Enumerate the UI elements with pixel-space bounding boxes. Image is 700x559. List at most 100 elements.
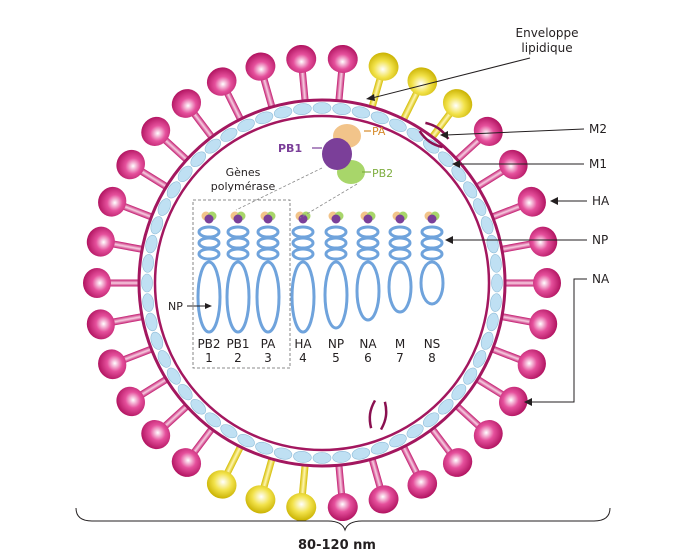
ha-spike bbox=[245, 52, 276, 110]
lipid-bead bbox=[220, 424, 238, 439]
rnp-segment-pb2 bbox=[196, 211, 222, 334]
ribonucleoprotein-segments bbox=[196, 211, 445, 334]
ha-spike bbox=[141, 116, 191, 164]
lipid-bead bbox=[332, 103, 351, 115]
lipid-bead bbox=[220, 127, 238, 142]
na-spike bbox=[399, 67, 438, 123]
lipid-bead bbox=[142, 254, 154, 273]
lipid-bead bbox=[312, 452, 332, 464]
lipid-bead bbox=[370, 111, 389, 125]
lipid-bead bbox=[255, 441, 274, 455]
ha-spike bbox=[86, 226, 145, 257]
ha-spike bbox=[399, 443, 438, 499]
lipid-bead bbox=[422, 138, 440, 154]
rnp-segment-na bbox=[355, 211, 381, 322]
lipid-bead bbox=[273, 447, 293, 460]
lipid-bead bbox=[389, 118, 407, 132]
m1-label: M1 bbox=[589, 157, 607, 171]
ha-spike bbox=[474, 149, 528, 191]
ha-spike bbox=[286, 44, 317, 104]
envelope-label-line1: Enveloppe bbox=[516, 26, 579, 40]
lipid-bead bbox=[463, 181, 478, 199]
segment-number-8: 8 bbox=[428, 351, 436, 365]
lipid-bead bbox=[293, 451, 312, 463]
segment-number-2: 2 bbox=[234, 351, 242, 365]
lipid-bead bbox=[437, 151, 454, 168]
lipid-bead bbox=[204, 138, 222, 154]
rnp-segment-ha bbox=[290, 211, 316, 334]
lipid-bead bbox=[166, 367, 181, 385]
lipid-bead bbox=[190, 398, 207, 415]
lipid-bead bbox=[451, 383, 467, 401]
lipid-bead bbox=[463, 367, 478, 385]
lipid-bead bbox=[273, 106, 293, 119]
lipid-bead bbox=[255, 111, 274, 125]
ha-spike bbox=[453, 116, 503, 164]
lipid-bead bbox=[490, 254, 502, 273]
ha-spike bbox=[171, 425, 216, 477]
polymerase-genes-box bbox=[192, 199, 291, 369]
ha-spike bbox=[171, 89, 216, 141]
lipid-bead bbox=[480, 216, 494, 235]
np-right-label: NP bbox=[592, 233, 608, 247]
na-spike bbox=[428, 89, 473, 141]
ha-spike bbox=[83, 268, 141, 298]
lipid-bead bbox=[293, 103, 312, 115]
segment-name-np: NP bbox=[328, 337, 344, 351]
lipid-bead bbox=[422, 412, 440, 428]
ha-spike bbox=[206, 67, 245, 123]
ha-label: HA bbox=[592, 194, 610, 208]
pb2-label: PB2 bbox=[372, 167, 393, 180]
lipid-bead bbox=[486, 312, 499, 332]
lipid-bead bbox=[490, 293, 502, 312]
rnp-segment-m bbox=[387, 211, 413, 314]
segment-number-5: 5 bbox=[332, 351, 340, 365]
na-spike bbox=[286, 462, 317, 522]
surface-glycoproteins bbox=[83, 44, 561, 522]
na-spike bbox=[206, 443, 245, 499]
ha-spike bbox=[141, 402, 191, 450]
lipid-bead bbox=[351, 447, 371, 460]
segment-number-4: 4 bbox=[299, 351, 307, 365]
lipid-bead bbox=[491, 273, 503, 293]
lipid-bead bbox=[150, 331, 164, 350]
segment-name-ns: NS bbox=[424, 337, 441, 351]
ha-spike bbox=[489, 345, 546, 380]
lipid-bead bbox=[451, 165, 467, 183]
size-brace bbox=[75, 507, 611, 532]
lipid-bead bbox=[177, 383, 193, 401]
ha-spike bbox=[327, 462, 358, 522]
segment-number-3: 3 bbox=[264, 351, 272, 365]
lipid-bead bbox=[142, 293, 154, 312]
genes-label-line2: polymérase bbox=[211, 180, 276, 193]
rnp-segment-pb1 bbox=[225, 211, 251, 334]
segment-number-7: 7 bbox=[396, 351, 404, 365]
ha-spike bbox=[428, 425, 473, 477]
ha-spike bbox=[499, 226, 558, 257]
lipid-bead bbox=[389, 434, 407, 448]
m2-channel-bottom bbox=[368, 399, 388, 431]
segment-number-1: 1 bbox=[205, 351, 213, 365]
lipid-bead bbox=[166, 181, 181, 199]
pb1-label: PB1 bbox=[278, 142, 302, 155]
lipid-bead bbox=[145, 234, 158, 254]
lipid-bead bbox=[237, 118, 255, 132]
lipid-bead bbox=[157, 198, 171, 216]
na-label: NA bbox=[592, 272, 610, 286]
lipid-bead bbox=[473, 198, 487, 216]
lipid-bead bbox=[157, 350, 171, 368]
segment-name-pb1: PB1 bbox=[226, 337, 249, 351]
lipid-bead bbox=[351, 106, 371, 119]
ha-spike bbox=[489, 186, 546, 221]
ha-spike bbox=[116, 149, 170, 191]
rnp-segment-np bbox=[323, 211, 349, 330]
lipid-bead bbox=[141, 273, 153, 293]
ha-spike bbox=[98, 345, 155, 380]
segment-name-na: NA bbox=[359, 337, 377, 351]
ha-spike bbox=[453, 402, 503, 450]
ha-spike bbox=[474, 375, 528, 417]
np-left-label: NP bbox=[168, 300, 183, 313]
lipid-bead bbox=[150, 216, 164, 235]
lipid-bead bbox=[473, 350, 487, 368]
lipid-bead bbox=[204, 412, 222, 428]
